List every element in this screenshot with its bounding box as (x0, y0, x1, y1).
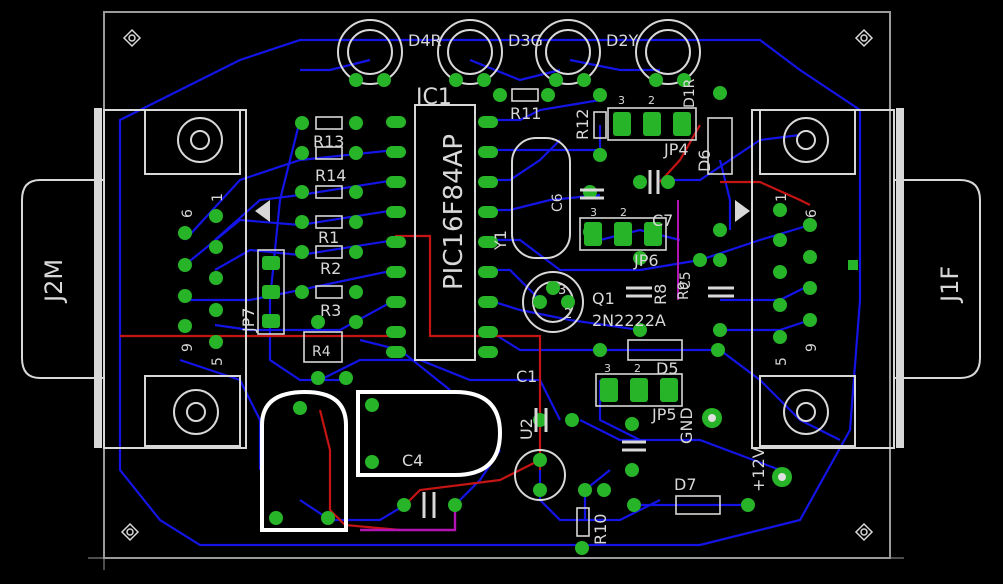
c5-label: C5 (678, 271, 694, 290)
pad-holes (708, 414, 786, 481)
magenta-wire (360, 505, 457, 532)
top-traces (120, 124, 811, 532)
r3-label: R3 (320, 301, 341, 320)
jp6-pin2: 2 (620, 206, 627, 219)
c6-label: C6 (550, 193, 566, 212)
y1-label: Y1 (491, 230, 510, 251)
pic-label: PIC16F84AP (439, 134, 469, 290)
jp5-pin3: 3 (604, 362, 611, 375)
r11-label: R11 (510, 104, 541, 123)
q1-pin3: 3 (558, 283, 566, 298)
gnd-label: GND (677, 407, 696, 444)
j1f-pin5: 5 (774, 357, 790, 366)
j1f-pin9: 9 (804, 343, 820, 352)
r13-label: R13 (313, 132, 344, 151)
r1-label: R1 (318, 228, 339, 247)
j1f-label: J1F (936, 266, 964, 304)
regulator-outlines (260, 389, 503, 532)
mounting-hole (120, 28, 874, 542)
q1-label: Q1 (592, 289, 615, 308)
r2-label: R2 (320, 259, 341, 278)
r10-label: R10 (591, 514, 610, 545)
jp5-pin2: 2 (634, 362, 641, 375)
j2m-pin1: 1 (210, 193, 226, 202)
r8-label: R8 (651, 284, 670, 305)
led-outlines (337, 19, 701, 501)
j1f-pin6: 6 (804, 209, 820, 218)
jp7-label: JP7 (239, 307, 258, 333)
d1r-label: D1R (682, 78, 698, 108)
jp4-pin2: 2 (648, 94, 655, 107)
c4-label: C4 (402, 451, 423, 470)
q1-pin2: 2 (564, 307, 572, 322)
ic1-body (414, 104, 476, 361)
component-bodies (257, 88, 733, 537)
j2m-pin9: 9 (180, 343, 196, 352)
r12-label: R12 (573, 109, 592, 140)
j2m-pin6: 6 (180, 209, 196, 218)
jp6-label: JP6 (633, 251, 659, 270)
d5-label: D5 (656, 359, 679, 378)
plus12v-label: +12V (749, 447, 768, 492)
c7-label: C7 (652, 211, 673, 230)
u2-label: U2 (517, 418, 536, 440)
capacitors (422, 170, 734, 518)
d3g-label: D3G (508, 31, 543, 50)
q1-part-label: 2N2222A (592, 311, 666, 330)
r4-label: R4 (312, 344, 331, 360)
ic1-label: IC1 (416, 85, 452, 110)
r9-label: R9 (676, 281, 692, 300)
d2y-label: D2Y (606, 31, 639, 50)
d7-label: D7 (674, 475, 697, 494)
c1-label: C1 (516, 367, 537, 386)
j2m-label: J2M (40, 259, 68, 304)
jp4-pin3: 3 (618, 94, 625, 107)
jp4-label: JP4 (663, 140, 689, 159)
crystal-y1 (511, 137, 571, 259)
jp5-label: JP5 (651, 405, 677, 424)
db9-connector-j1f (735, 108, 981, 449)
r14-label: R14 (315, 166, 346, 185)
db9-connector-j2m (21, 108, 270, 449)
jp6-pin3: 3 (590, 206, 597, 219)
pads (178, 73, 858, 555)
j1f-pin1: 1 (774, 193, 790, 202)
d4r-label: D4R (408, 31, 442, 50)
d6-label: D6 (695, 150, 714, 173)
j2m-pin5: 5 (210, 357, 226, 366)
